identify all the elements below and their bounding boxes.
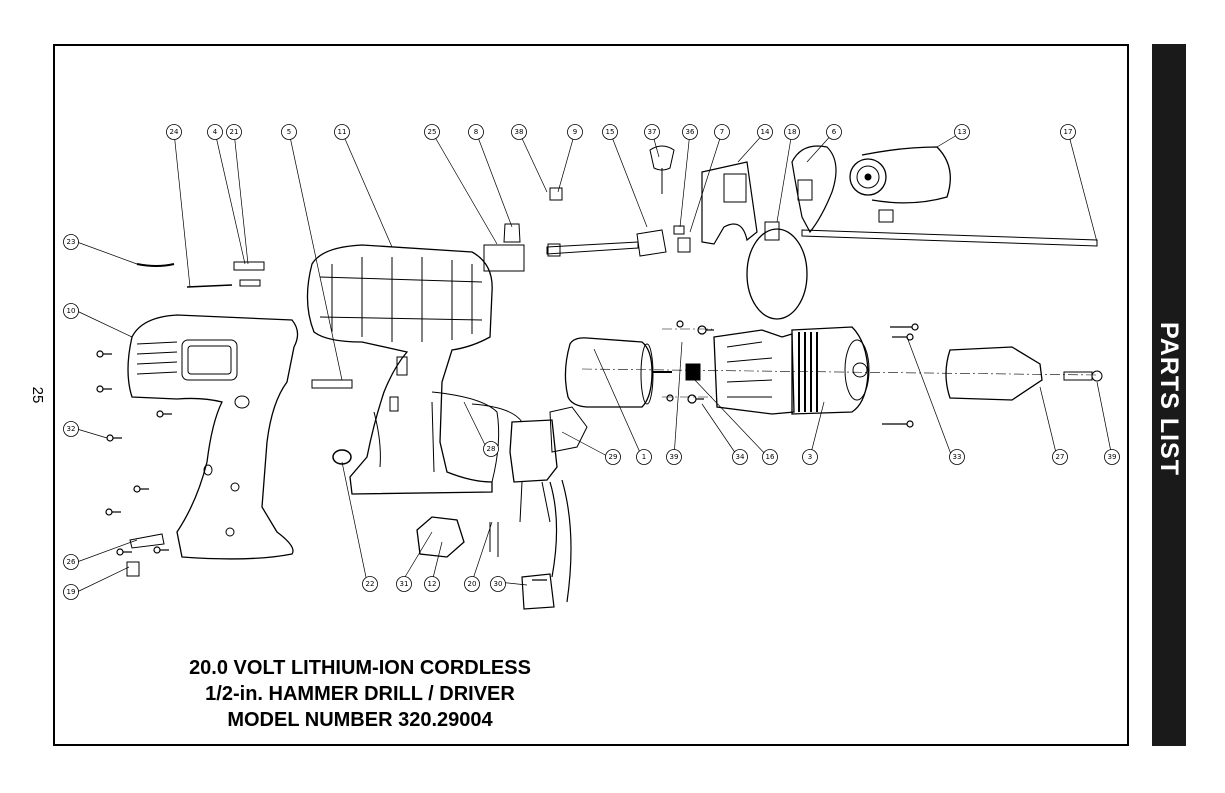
callout-number: 25 xyxy=(428,128,437,136)
callout-c5: 5 xyxy=(282,125,297,140)
section-tab-label: PARTS LIST xyxy=(1154,322,1184,468)
callout-c6: 6 xyxy=(827,125,842,140)
callout-number: 10 xyxy=(67,307,76,315)
callout-number: 34 xyxy=(736,453,745,461)
callout-number: 39 xyxy=(1108,453,1117,461)
page-number: 25 xyxy=(27,382,47,408)
callout-c20: 20 xyxy=(465,577,480,592)
title-line-3: MODEL NUMBER 320.29004 xyxy=(150,707,570,733)
callout-number: 29 xyxy=(609,453,618,461)
callout-number: 17 xyxy=(1064,128,1073,136)
callout-c19: 19 xyxy=(64,585,79,600)
callout-number: 9 xyxy=(573,128,577,136)
callout-number: 37 xyxy=(648,128,657,136)
callout-number: 14 xyxy=(761,128,770,136)
callout-c14: 14 xyxy=(758,125,773,140)
callout-c25: 25 xyxy=(425,125,440,140)
callout-c22: 22 xyxy=(363,577,378,592)
callout-number: 26 xyxy=(67,558,76,566)
callout-c12: 12 xyxy=(425,577,440,592)
callout-c34: 34 xyxy=(733,450,748,465)
callout-number: 7 xyxy=(720,128,724,136)
callout-c28: 28 xyxy=(484,442,499,457)
callout-c36: 36 xyxy=(683,125,698,140)
callout-c38: 38 xyxy=(512,125,527,140)
callout-number: 39 xyxy=(670,453,679,461)
callout-c39b: 39 xyxy=(1105,450,1120,465)
callout-number: 12 xyxy=(428,580,437,588)
callout-c30: 30 xyxy=(491,577,506,592)
title-line-2: 1/2-in. HAMMER DRILL / DRIVER xyxy=(150,681,570,707)
callout-number: 1 xyxy=(642,453,646,461)
callout-c16: 16 xyxy=(763,450,778,465)
callout-number: 5 xyxy=(287,128,291,136)
callout-number: 3 xyxy=(808,453,812,461)
callout-c31: 31 xyxy=(397,577,412,592)
callout-c32: 32 xyxy=(64,422,79,437)
callout-number: 21 xyxy=(230,128,239,136)
callout-number: 8 xyxy=(474,128,478,136)
callout-c9: 9 xyxy=(568,125,583,140)
callout-number: 13 xyxy=(958,128,967,136)
title-line-1: 20.0 VOLT LITHIUM-ION CORDLESS xyxy=(150,655,570,681)
callout-number: 23 xyxy=(67,238,76,246)
callout-c1: 1 xyxy=(637,450,652,465)
callout-c33: 33 xyxy=(950,450,965,465)
callout-number: 11 xyxy=(338,128,347,136)
callout-c15: 15 xyxy=(603,125,618,140)
callout-c17: 17 xyxy=(1061,125,1076,140)
callout-number: 4 xyxy=(213,128,218,136)
callout-c37: 37 xyxy=(645,125,660,140)
callout-number: 31 xyxy=(400,580,409,588)
callout-c3: 3 xyxy=(803,450,818,465)
section-tab: PARTS LIST xyxy=(1152,44,1186,746)
callout-number: 6 xyxy=(832,128,837,136)
callout-layer: 2442151125838915373671418613172310322619… xyxy=(55,46,1127,744)
callout-c26: 26 xyxy=(64,555,79,570)
callout-c11: 11 xyxy=(335,125,350,140)
callout-number: 24 xyxy=(170,128,179,136)
callout-c4: 4 xyxy=(208,125,223,140)
callout-number: 30 xyxy=(494,580,503,588)
callout-number: 18 xyxy=(788,128,797,136)
callout-number: 28 xyxy=(487,445,496,453)
callout-c24: 24 xyxy=(167,125,182,140)
callout-number: 33 xyxy=(953,453,962,461)
callout-c13: 13 xyxy=(955,125,970,140)
callout-c8: 8 xyxy=(469,125,484,140)
callout-number: 15 xyxy=(606,128,615,136)
callout-number: 36 xyxy=(686,128,695,136)
callout-c27: 27 xyxy=(1053,450,1068,465)
callout-c7: 7 xyxy=(715,125,730,140)
diagram-title: 20.0 VOLT LITHIUM-ION CORDLESS 1/2-in. H… xyxy=(150,655,570,733)
callout-number: 32 xyxy=(67,425,76,433)
callout-number: 20 xyxy=(468,580,477,588)
callout-number: 38 xyxy=(515,128,524,136)
callout-c29: 29 xyxy=(606,450,621,465)
callout-number: 16 xyxy=(766,453,775,461)
callout-c23: 23 xyxy=(64,235,79,250)
callout-number: 22 xyxy=(366,580,375,588)
callout-c39a: 39 xyxy=(667,450,682,465)
callout-c18: 18 xyxy=(785,125,800,140)
callout-number: 27 xyxy=(1056,453,1065,461)
callout-c21: 21 xyxy=(227,125,242,140)
callout-c10: 10 xyxy=(64,304,79,319)
callout-number: 19 xyxy=(67,588,76,596)
